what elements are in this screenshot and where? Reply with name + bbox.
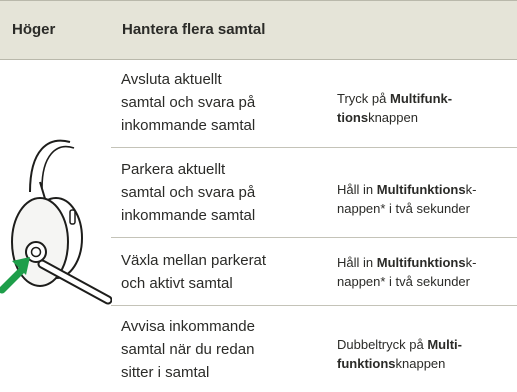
text-run: k- <box>465 255 477 270</box>
row-4-action: Avvisa inkommande samtal när du redan si… <box>121 315 311 384</box>
row-1-action-line: Avsluta aktuellt <box>121 71 222 88</box>
text-run-bold: tions <box>337 110 369 125</box>
row-3-button-line: nappen* i två sekunder <box>337 272 512 291</box>
header-col-action: Hantera flera samtal <box>122 21 266 38</box>
row-4-button-line: Dubbeltryck på Multi- <box>337 335 512 354</box>
row-divider <box>111 305 517 306</box>
row-3-action-line: Växla mellan parkerat <box>121 252 267 269</box>
row-3-action-line: och aktivt samtal <box>121 275 233 292</box>
text-run: nappen* i två sekunder <box>337 274 470 289</box>
row-1-action-line: inkommande samtal <box>121 117 256 134</box>
text-run-bold: Multifunktions <box>376 255 466 270</box>
text-run: Håll in <box>337 255 377 270</box>
row-2-button-line: Håll in Multifunktionsk- <box>337 180 512 199</box>
row-2-action-line: Parkera aktuellt <box>121 161 226 178</box>
row-2-action: Parkera aktuellt samtal och svara på ink… <box>121 158 311 227</box>
row-4-action-line: sitter i samtal <box>121 364 210 381</box>
row-1-button-line: Tryck på Multifunk- <box>337 89 512 108</box>
text-run: Håll in <box>337 182 377 197</box>
row-4-action-line: Avvisa inkommande <box>121 318 255 335</box>
green-arrow-icon <box>0 257 30 294</box>
row-2-button: Håll in Multifunktionsk- nappen* i två s… <box>337 180 512 218</box>
row-divider <box>111 147 517 148</box>
row-2-action-line: inkommande samtal <box>121 207 256 224</box>
row-1-action: Avsluta aktuellt samtal och svara på ink… <box>121 68 311 137</box>
row-4-button-line: funktionsknappen <box>337 354 512 373</box>
row-1-button-line: tionsknappen <box>337 108 512 127</box>
row-1-action-line: samtal och svara på <box>121 94 256 111</box>
row-3-action: Växla mellan parkerat och aktivt samtal <box>121 249 311 295</box>
row-divider <box>111 237 517 238</box>
row-2-action-line: samtal och svara på <box>121 184 256 201</box>
text-run: Dubbeltryck på <box>337 337 428 352</box>
row-3-button: Håll in Multifunktionsk- nappen* i två s… <box>337 253 512 291</box>
text-run: knappen <box>368 110 418 125</box>
text-run: knappen <box>395 356 446 371</box>
row-4-action-line: samtal när du redan <box>121 341 255 358</box>
text-run-bold: Multi- <box>427 337 462 352</box>
row-2-button-line: nappen* i två sekunder <box>337 199 512 218</box>
text-run: nappen* i två sekunder <box>337 201 470 216</box>
text-run: Tryck på <box>337 91 390 106</box>
table-header: Höger Hantera flera samtal <box>0 0 517 60</box>
text-run-bold: Multifunk- <box>389 91 453 106</box>
header-col-side: Höger <box>12 21 56 38</box>
text-run: k- <box>465 182 477 197</box>
text-run-bold: funktions <box>337 356 396 371</box>
row-4-button: Dubbeltryck på Multi- funktionsknappen <box>337 335 512 373</box>
row-3-button-line: Håll in Multifunktionsk- <box>337 253 512 272</box>
headset-right-earcup-illustration <box>0 139 112 305</box>
text-run-bold: Multifunktions <box>376 182 466 197</box>
row-1-button: Tryck på Multifunk- tionsknappen <box>337 89 512 127</box>
